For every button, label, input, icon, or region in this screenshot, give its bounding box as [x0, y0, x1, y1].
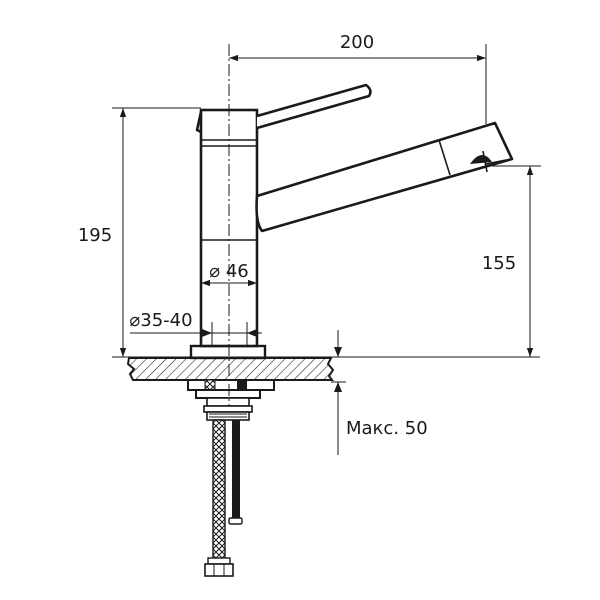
dimension-max-counter-label: Макс. 50 — [346, 418, 428, 439]
dimension-body-diameter-label: ⌀ 46 — [209, 261, 248, 282]
extension-lines — [112, 44, 541, 383]
base-flange — [189, 344, 267, 360]
aerator — [470, 154, 492, 164]
copper-tube — [232, 420, 240, 522]
dimension-hole-diameter: ⌀35-40 — [129, 310, 262, 346]
countertop — [126, 357, 335, 381]
lever-handle — [256, 83, 372, 130]
dimension-height-label: 195 — [78, 225, 112, 246]
spout — [255, 121, 514, 233]
hose-nut — [204, 563, 234, 577]
braided-hose — [212, 419, 226, 561]
dimension-width: 200 — [229, 32, 486, 62]
dimension-width-label: 200 — [340, 32, 374, 53]
dimension-height: 195 — [78, 108, 127, 357]
hose-ferrule — [207, 557, 231, 565]
dimension-hole-diameter-label: ⌀35-40 — [129, 310, 192, 331]
dimension-spout-height: 155 — [482, 166, 534, 357]
faucet-body — [189, 83, 514, 360]
dimension-max-counter: Макс. 50 — [334, 330, 428, 455]
supply-hoses — [204, 419, 243, 577]
dimension-body-diameter: ⌀ 46 — [201, 261, 257, 287]
dimension-spout-height-label: 155 — [482, 253, 516, 274]
mounting-hardware — [187, 379, 275, 421]
